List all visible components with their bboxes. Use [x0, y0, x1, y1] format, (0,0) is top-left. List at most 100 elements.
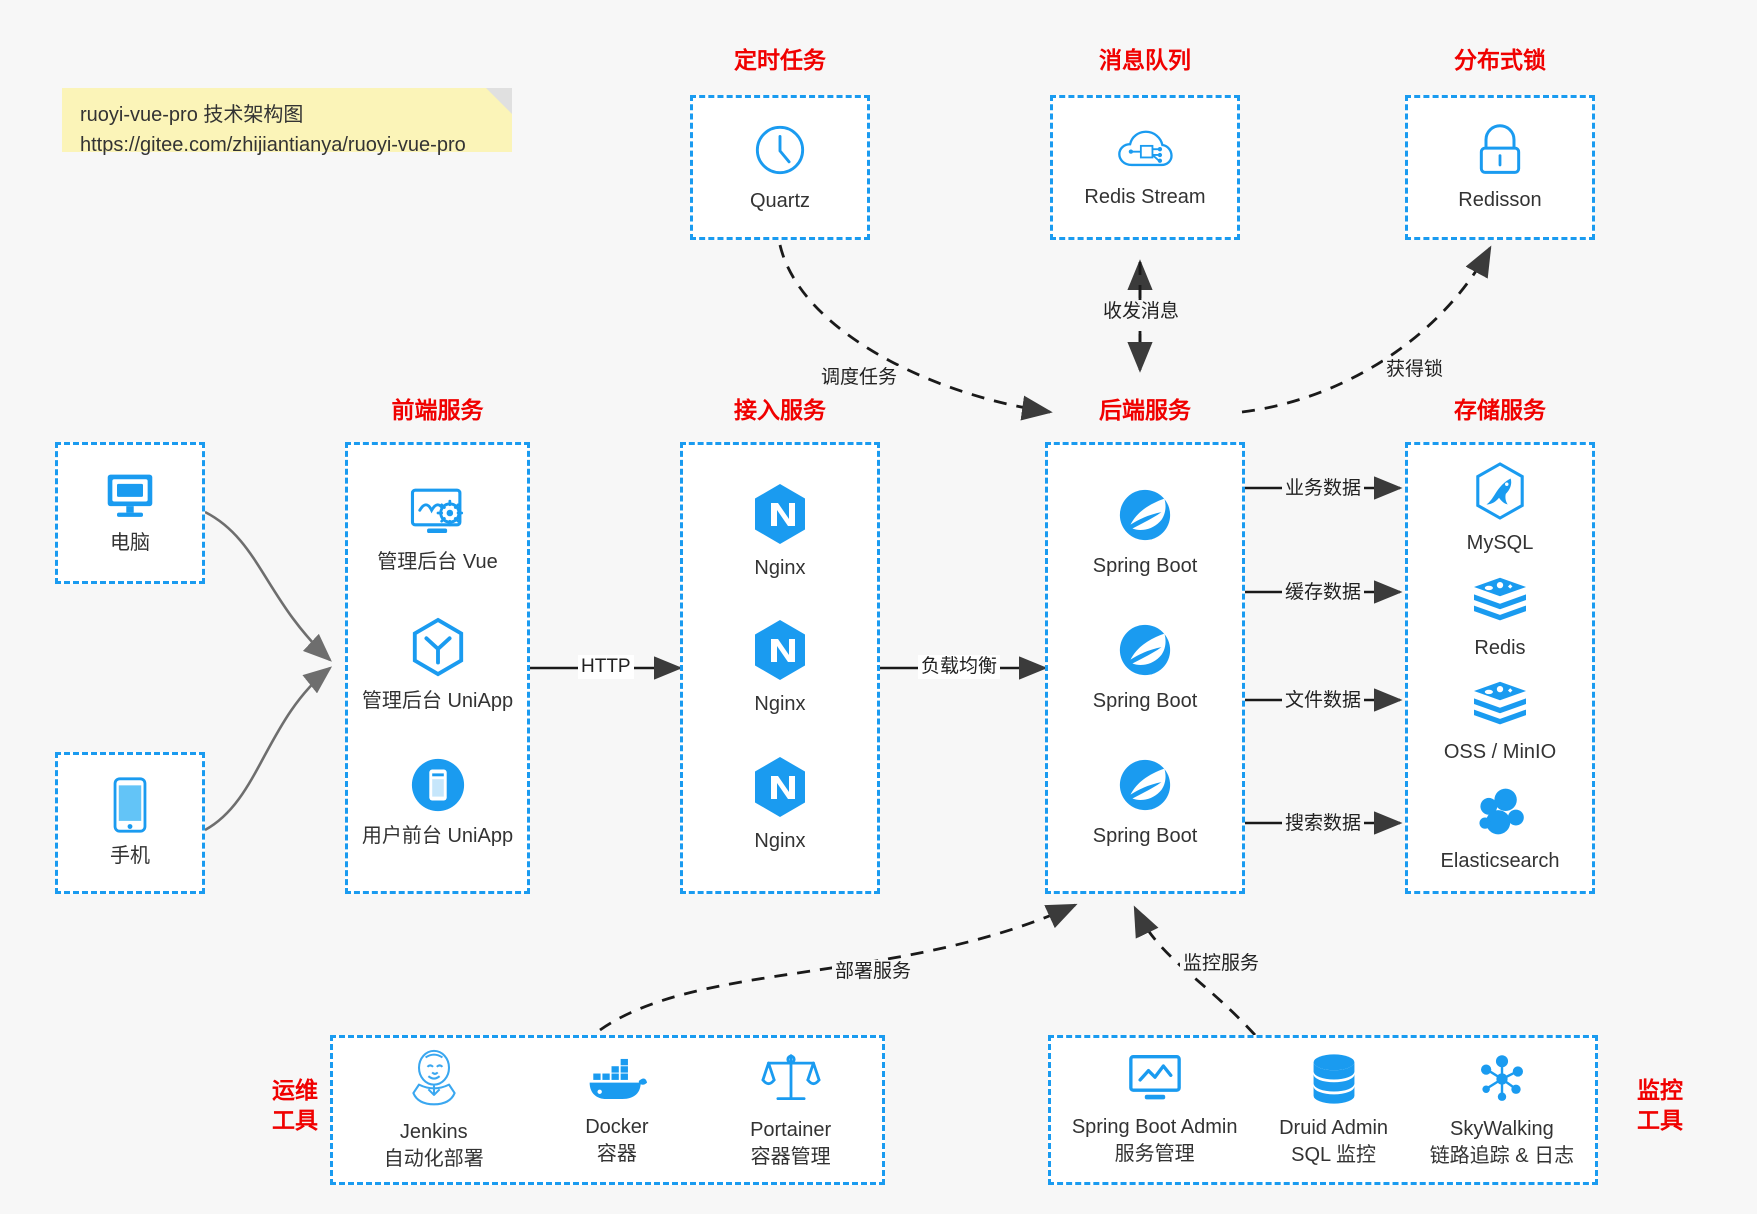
scales-icon — [761, 1053, 821, 1100]
edge-backend-to-redisson — [1241, 245, 1492, 414]
node-quartz[interactable]: Quartz — [750, 121, 810, 215]
hexagon-y-icon — [412, 617, 463, 677]
node-redis[interactable]: Redis — [1471, 574, 1529, 662]
group-label-mq: 消息队列 — [1099, 47, 1191, 73]
edge-label-file-data: 文件数据 — [1282, 689, 1365, 713]
edge-label-schedule-task: 调度任务 — [818, 366, 901, 390]
node-label: Jenkins — [399, 1120, 468, 1143]
group-label-scheduler: 定时任务 — [734, 47, 826, 73]
group-storage: MySQL Redis OSS / MinIO — [1405, 442, 1595, 894]
group-label-monitoring-line1: 监控 — [1637, 1077, 1683, 1103]
group-label-frontend: 前端服务 — [391, 397, 484, 423]
node-redis-stream[interactable]: Redis Stream — [1084, 125, 1206, 211]
node-docker[interactable]: Docker 容器 — [585, 1053, 649, 1168]
node-portainer[interactable]: Portainer 容器管理 — [750, 1050, 831, 1171]
node-label: MySQL — [1466, 532, 1534, 555]
node-label: Redis — [1474, 636, 1526, 659]
edge-clients-to-frontend — [204, 510, 333, 832]
group-lock: Redisson — [1405, 95, 1595, 240]
node-label: Druid Admin — [1279, 1116, 1389, 1139]
node-sublabel: 链路追踪 & 日志 — [1429, 1144, 1575, 1167]
spring-boot-icon — [1119, 489, 1171, 541]
node-oss-minio[interactable]: OSS / MinIO — [1444, 678, 1556, 766]
elasticsearch-icon — [1479, 788, 1524, 834]
group-client-desktop: 电脑 — [55, 442, 205, 584]
node-user-uniapp[interactable]: 用户前台 UniApp — [362, 756, 513, 850]
monitor-gear-icon — [410, 488, 463, 534]
nginx-icon — [755, 483, 805, 544]
node-label: 电脑 — [110, 532, 150, 554]
node-label: Spring Boot — [1092, 690, 1198, 712]
node-label: SkyWalking — [1450, 1117, 1554, 1140]
node-label: Nginx — [754, 693, 806, 715]
node-phone[interactable]: 手机 — [108, 776, 152, 870]
node-springboot-1[interactable]: Spring Boot — [1093, 486, 1197, 580]
edge-label-cache-data: 缓存数据 — [1282, 581, 1365, 605]
note-fold-corner — [486, 88, 512, 114]
node-nginx-1[interactable]: Nginx — [751, 482, 809, 582]
group-label-backend: 后端服务 — [1099, 397, 1191, 423]
node-label: 用户前台 UniApp — [361, 825, 514, 847]
desktop-icon — [107, 474, 153, 517]
node-springboot-2[interactable]: Spring Boot — [1092, 621, 1198, 715]
edge-label-acquire-lock: 获得锁 — [1383, 358, 1447, 382]
nginx-icon — [755, 756, 805, 817]
node-springboot-3[interactable]: Spring Boot — [1092, 756, 1198, 850]
group-label-lock: 分布式锁 — [1454, 47, 1546, 73]
node-label: OSS / MinIO — [1443, 741, 1557, 764]
node-admin-vue[interactable]: 管理后台 Vue — [377, 486, 498, 576]
group-label-devops-line1: 运维 — [272, 1077, 318, 1103]
node-label: 手机 — [110, 845, 150, 867]
group-backend: Spring Boot Spring Boot Spring Boot — [1045, 442, 1245, 894]
node-label: Nginx — [754, 829, 806, 852]
edge-label-deploy-service: 部署服务 — [832, 960, 915, 984]
edge-backend-to-storage — [1245, 476, 1403, 835]
node-jenkins[interactable]: Jenkins 自动化部署 — [384, 1048, 484, 1173]
node-label: Nginx — [754, 556, 806, 579]
node-nginx-2[interactable]: Nginx — [751, 618, 809, 718]
mysql-icon — [1476, 462, 1524, 521]
node-label: 管理后台 UniApp — [361, 690, 514, 712]
group-label-devops: 运维 工具 — [255, 1075, 335, 1135]
node-label: 管理后台 Vue — [377, 551, 498, 573]
docker-icon — [589, 1058, 647, 1099]
mobile-filled-icon — [411, 758, 464, 812]
database-icon — [1313, 1053, 1355, 1104]
node-elasticsearch[interactable]: Elasticsearch — [1441, 783, 1559, 875]
edge-label-monitor-service: 监控服务 — [1180, 952, 1263, 976]
edge-label-send-receive-message: 收发消息 — [1100, 300, 1183, 324]
node-label: Redis Stream — [1084, 185, 1206, 208]
group-frontend: 管理后台 Vue 管理后台 UniApp 用户前台 UniApp — [345, 442, 530, 894]
note-title: ruoyi-vue-pro 技术架构图 — [80, 104, 304, 126]
oss-minio-icon — [1474, 681, 1526, 725]
node-druid-admin[interactable]: Druid Admin SQL 监控 — [1279, 1052, 1388, 1169]
group-label-gateway: 接入服务 — [734, 397, 826, 423]
node-mysql[interactable]: MySQL — [1466, 461, 1534, 557]
node-redisson[interactable]: Redisson — [1458, 122, 1542, 214]
node-spring-boot-admin[interactable]: Spring Boot Admin 服务管理 — [1072, 1053, 1237, 1168]
spring-boot-icon — [1119, 624, 1171, 676]
clock-icon — [755, 125, 805, 174]
node-label: Portainer — [750, 1118, 832, 1141]
node-label: Spring Boot — [1092, 825, 1198, 847]
node-label: Quartz — [749, 189, 811, 212]
node-admin-uniapp[interactable]: 管理后台 UniApp — [362, 617, 513, 715]
node-sublabel: 服务管理 — [1114, 1142, 1195, 1165]
nginx-icon — [755, 620, 805, 680]
node-desktop[interactable]: 电脑 — [102, 469, 158, 557]
node-label: Docker — [585, 1115, 649, 1138]
node-nginx-3[interactable]: Nginx — [751, 755, 809, 855]
node-skywalking[interactable]: SkyWalking 链路追踪 & 日志 — [1430, 1051, 1574, 1170]
group-mq: Redis Stream — [1050, 95, 1240, 240]
group-label-monitoring: 监控 工具 — [1620, 1075, 1700, 1135]
group-monitoring: Spring Boot Admin 服务管理 Druid Admin SQL 监… — [1048, 1035, 1598, 1185]
group-devops: Jenkins 自动化部署 Docker 容器 — [330, 1035, 885, 1185]
phone-icon — [113, 777, 147, 833]
note-url: https://gitee.com/zhijiantianya/ruoyi-vu… — [80, 134, 466, 156]
group-scheduler: Quartz — [690, 95, 870, 240]
skywalking-icon — [1480, 1054, 1523, 1101]
lock-icon — [1479, 123, 1521, 174]
spring-boot-icon — [1119, 759, 1171, 811]
edge-label-business-data: 业务数据 — [1282, 477, 1365, 501]
